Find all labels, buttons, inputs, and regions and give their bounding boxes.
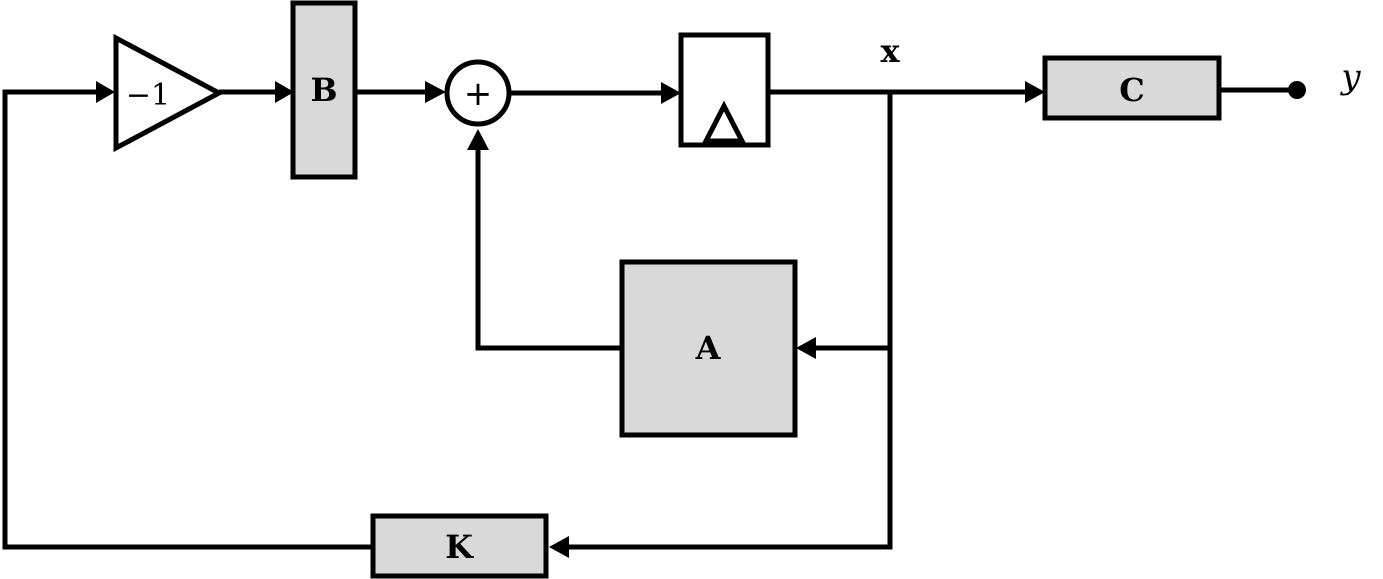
gain-label: −1 [126, 78, 170, 113]
c-label: C [1119, 71, 1144, 109]
delay-icon [701, 100, 747, 144]
a-label: A [695, 329, 722, 367]
arrowhead-into-k [549, 536, 569, 558]
arrowhead-into-gain [96, 81, 115, 103]
output-terminal [1288, 81, 1306, 99]
gain-block [113, 33, 225, 153]
b-block [290, 0, 358, 180]
wire-k-to-gain [2, 89, 373, 550]
b-label: B [310, 71, 337, 109]
c-block [1042, 55, 1222, 121]
output-signal-label: y [1339, 57, 1361, 97]
summing-junction-symbol: + [464, 74, 493, 114]
arrowhead-into-c [1025, 81, 1045, 103]
delay-block [678, 32, 771, 148]
summing-junction [444, 59, 512, 127]
wire-a-to-sum [475, 150, 622, 351]
state-signal-label: x [880, 32, 900, 70]
arrowhead-into-b [275, 81, 294, 103]
a-block [619, 259, 798, 438]
k-label: K [445, 528, 474, 566]
k-block [370, 513, 549, 579]
arrowhead-into-sum [425, 81, 446, 103]
arrowhead-into-sum-bottom [467, 129, 489, 150]
arrowhead-into-delay [661, 82, 681, 104]
arrowhead-into-a [796, 337, 816, 359]
